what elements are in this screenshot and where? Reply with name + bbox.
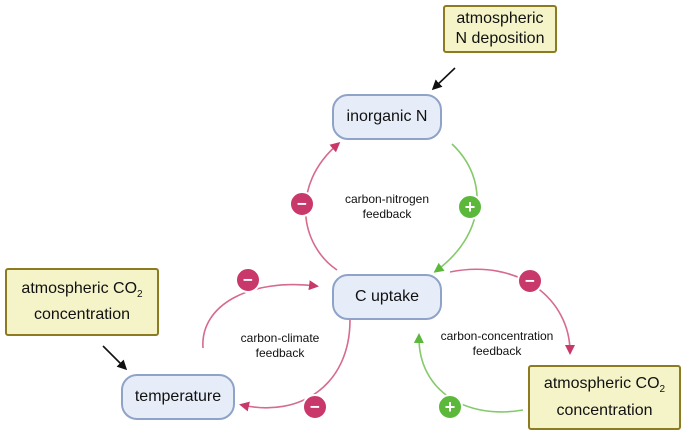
co2-left-to-temperature-arrow [102,345,128,371]
svg-text:−: − [310,398,320,417]
svg-text:+: + [445,397,456,417]
carbon-concentration-feedback-label: carbon-concentration feedback [440,329,554,358]
carbon-nitrogen-feedback-label: carbon-nitrogen feedback [344,192,430,221]
n-deposition-line1: atmospheric [456,10,544,27]
temperature-to-c-uptake-link [202,280,319,349]
negative-sign-badge: − [302,394,328,420]
svg-text:−: − [243,271,253,290]
n-deposition-arrow [431,67,456,91]
negative-sign-badge: − [517,268,543,294]
positive-sign-badge: + [457,194,483,220]
temperature-label: temperature [134,388,222,405]
c-uptake-to-temperature-link [239,319,351,412]
svg-text:−: − [297,195,307,214]
co2-left-line1: atmospheric CO2 [21,279,143,301]
negative-sign-badge: − [235,267,261,293]
svg-text:−: − [525,272,535,291]
co2-right-line1: atmospheric CO2 [543,375,666,396]
carbon-climate-feedback-label: carbon-climate feedback [240,331,320,360]
temperature-node: temperature [121,374,235,420]
co2-left-line2: concentration [33,306,131,324]
co2-driver-box-left: atmospheric CO2 concentration [5,268,159,336]
svg-text:+: + [465,197,476,217]
c-uptake-label: C uptake [354,288,420,305]
c-uptake-node: C uptake [332,274,442,320]
negative-sign-badge: − [289,191,315,217]
positive-sign-badge: + [437,394,463,420]
n-deposition-driver-box: atmospheric N deposition [443,5,557,53]
n-deposition-line2: N deposition [455,30,545,47]
co2-right-line2: concentration [556,401,653,419]
co2-driver-box-right: atmospheric CO2 concentration [528,365,681,430]
inorganic-n-node: inorganic N [332,94,442,140]
inorganic-n-label: inorganic N [346,108,428,125]
